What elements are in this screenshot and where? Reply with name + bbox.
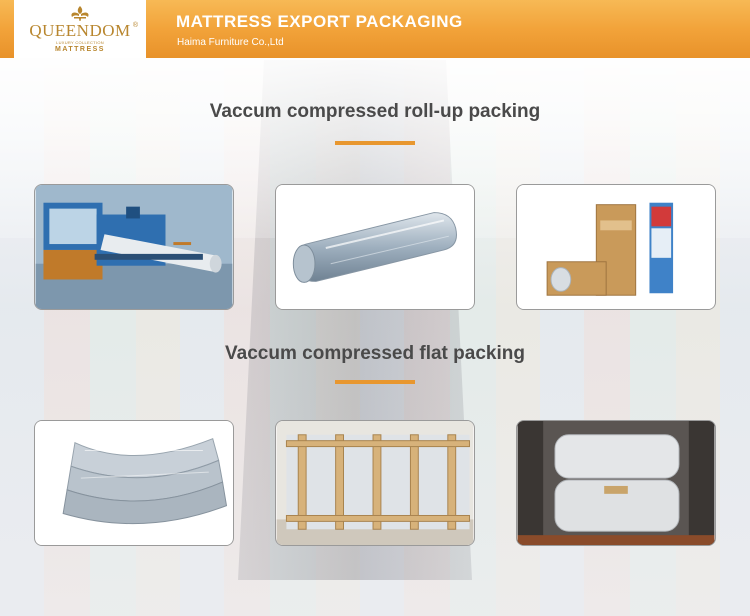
company-name: Haima Furniture Co.,Ltd — [177, 37, 284, 48]
roll-compress-machine-icon — [35, 185, 233, 309]
flat-compressed-mattress-icon — [35, 421, 233, 545]
brand-logo[interactable]: QUEENDOM LUXURY COLLECTION MATTRESS ® — [14, 0, 146, 58]
logo-name: QUEENDOM — [29, 20, 131, 40]
image-flat-compressed-mattress[interactable] — [34, 420, 234, 546]
logo-sub: MATTRESS — [55, 45, 105, 53]
boxed-rolled-mattress-icon — [517, 185, 715, 309]
rolled-mattress-icon — [276, 185, 474, 309]
container-loaded-mattresses-icon — [517, 421, 715, 545]
image-roll-compress-machine[interactable] — [34, 184, 234, 310]
image-boxed-rolled-mattress[interactable] — [516, 184, 716, 310]
section-title-rollup: Vaccum compressed roll-up packing — [209, 101, 541, 122]
crated-mattresses-icon — [276, 421, 474, 545]
section-underline-flat — [335, 380, 415, 384]
image-rolled-mattress[interactable] — [275, 184, 475, 310]
section-underline-rollup — [335, 141, 415, 145]
logo-tagline: LUXURY COLLECTION — [56, 39, 104, 45]
page-title: MATTRESS EXPORT PACKAGING — [176, 12, 463, 31]
registered-mark: ® — [132, 22, 138, 29]
section-title-flat: Vaccum compressed flat packing — [225, 343, 525, 364]
fleur-de-lis-icon — [71, 5, 89, 21]
header-bar: QUEENDOM LUXURY COLLECTION MATTRESS ® MA… — [0, 0, 750, 58]
image-crated-mattresses[interactable] — [275, 420, 475, 546]
image-container-loaded-mattresses[interactable] — [516, 420, 716, 546]
